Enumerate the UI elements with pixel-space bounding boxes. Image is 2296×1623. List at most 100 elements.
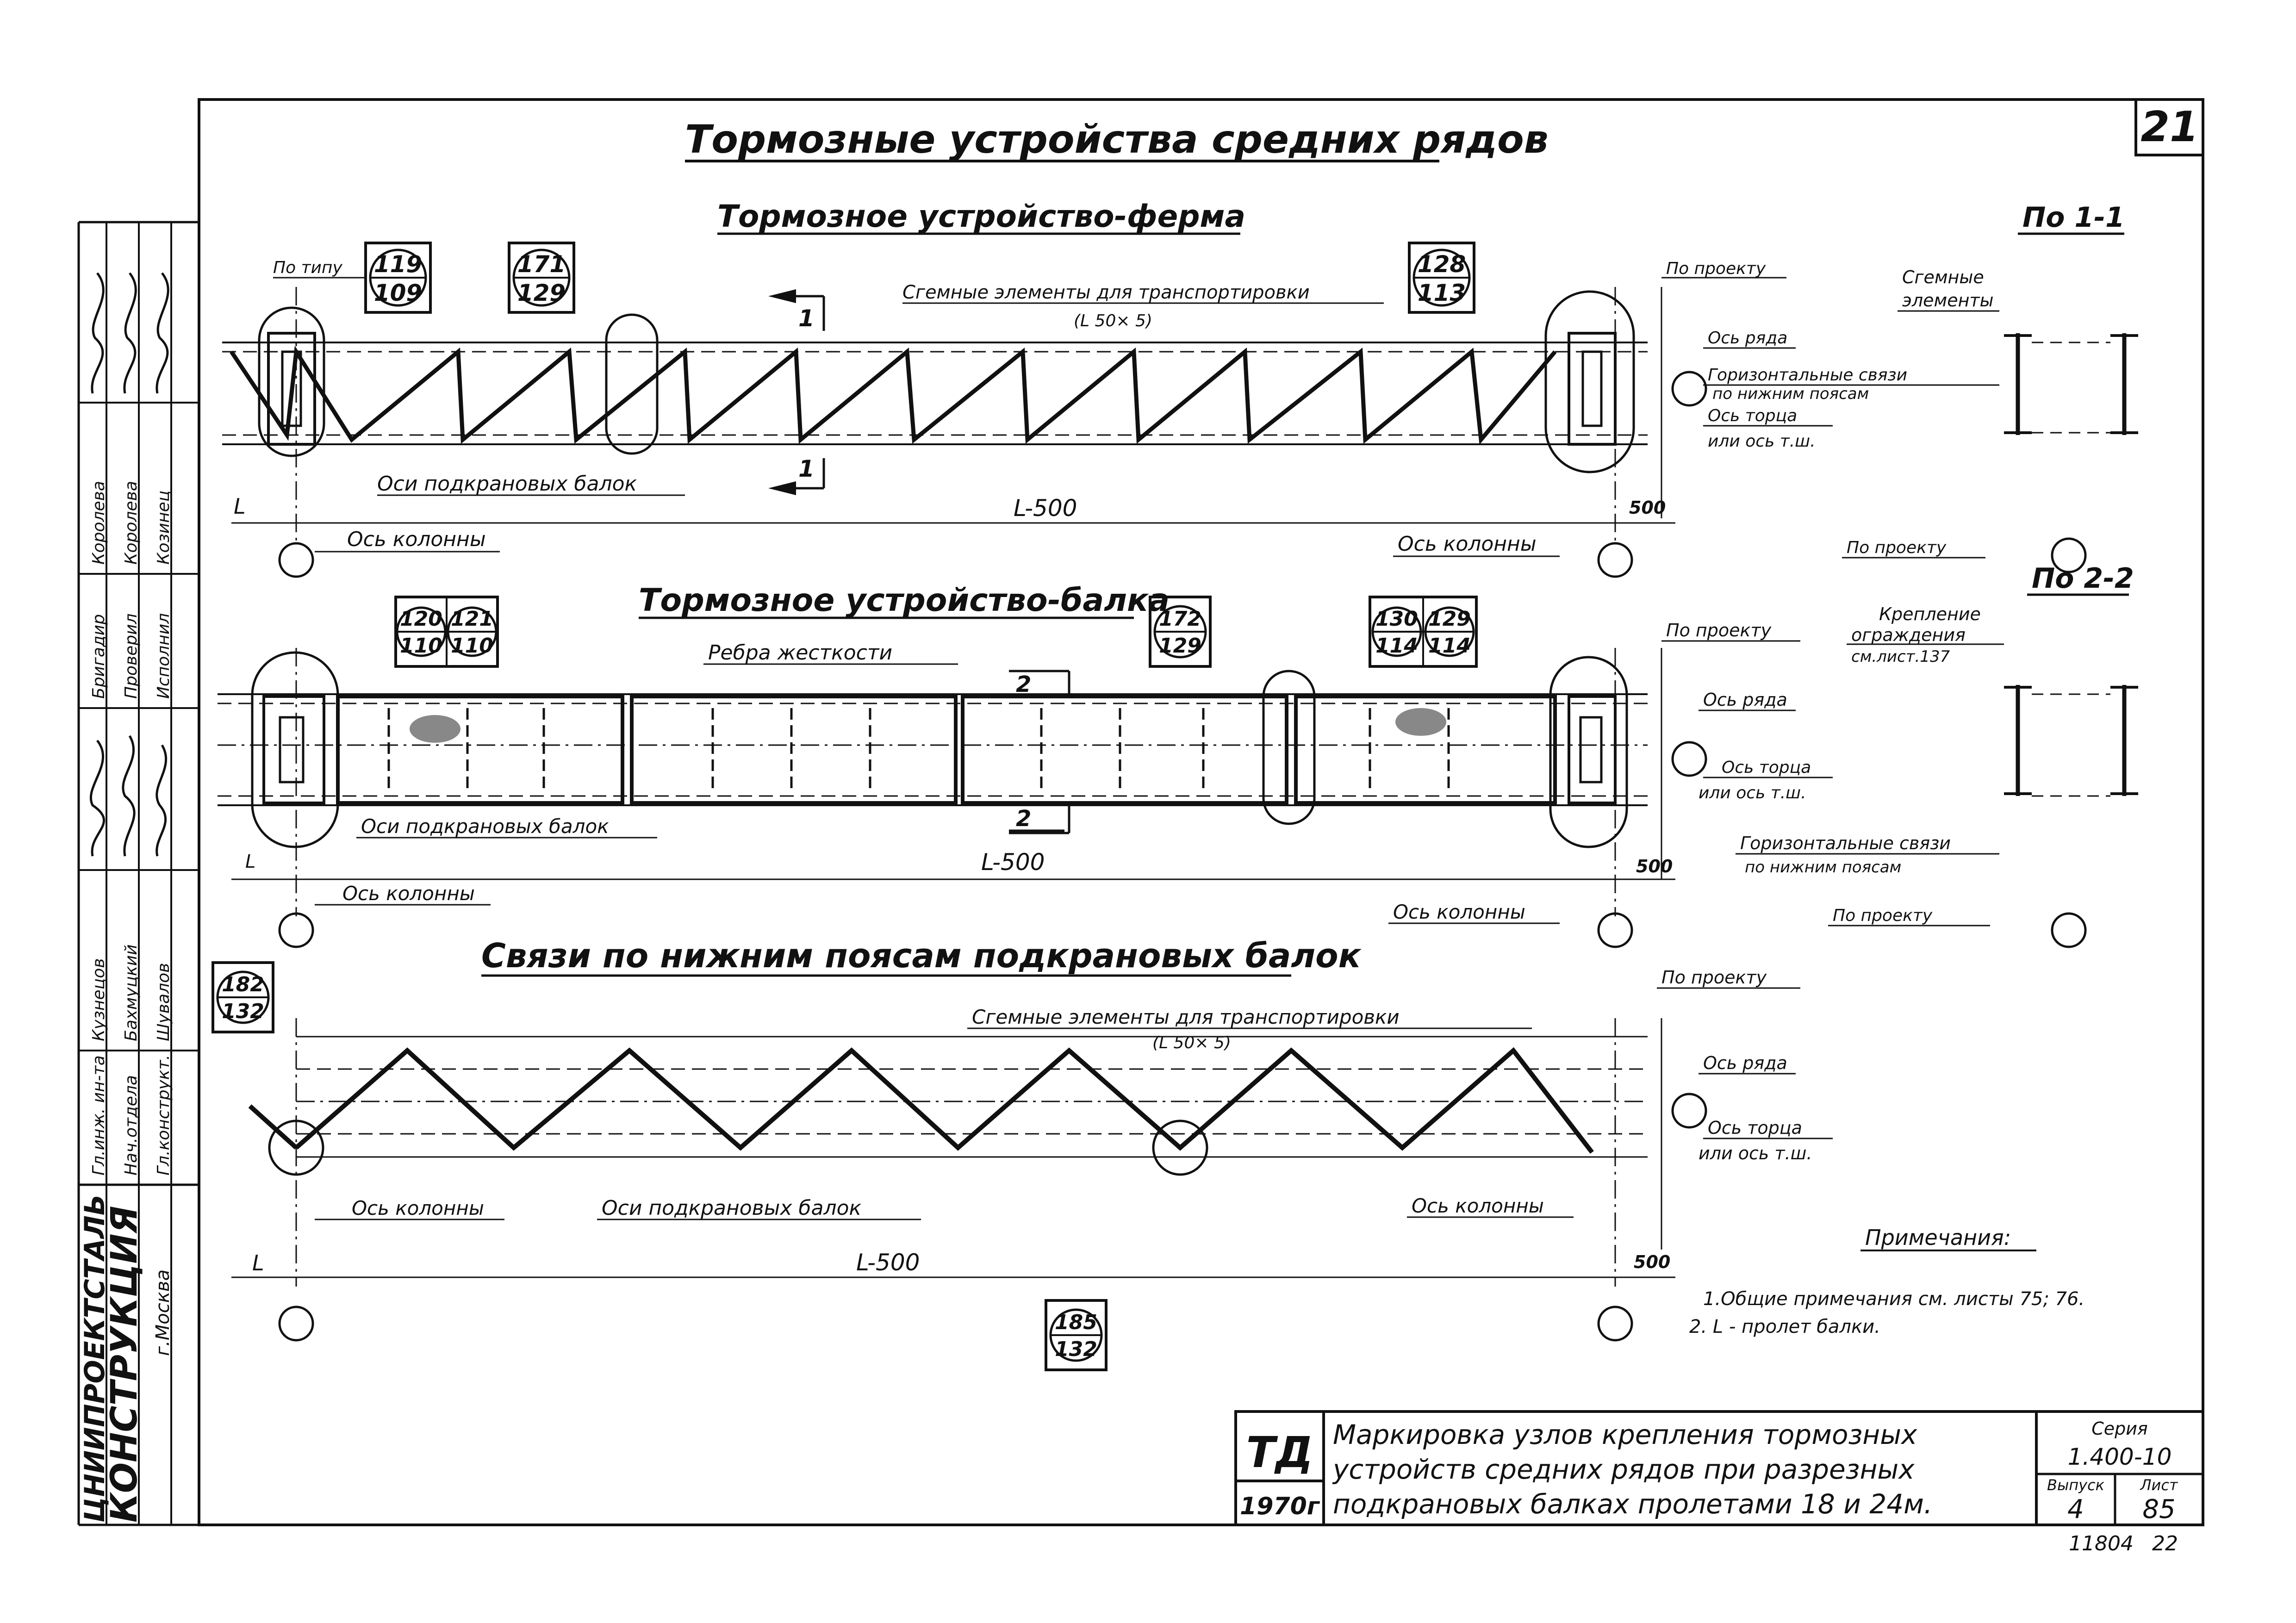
svg-text:L-500: L-500 xyxy=(856,1249,920,1276)
svg-text:109: 109 xyxy=(374,280,422,306)
bracing-crane-axes: Оси подкрановых балок xyxy=(602,1196,862,1220)
series-label: Серия xyxy=(2091,1418,2148,1439)
bracing-tag-2: 185 132 xyxy=(1045,1299,1108,1371)
truss-by-project: По проекту xyxy=(1666,259,1766,278)
svg-text:Королева: Королева xyxy=(89,481,108,565)
svg-text:110: 110 xyxy=(400,634,442,658)
org-name-2: КОНСТРУКЦИЯ xyxy=(104,1206,145,1523)
svg-text:по нижним поясам: по нижним поясам xyxy=(1745,858,1901,877)
signature-4 xyxy=(91,272,105,394)
bracing-title: Связи по нижним поясам подкрановых балок xyxy=(481,936,1362,975)
svg-text:Козинец: Козинец xyxy=(154,491,173,565)
cut-mark-2-bottom: 2 xyxy=(1009,803,1070,834)
bracing-removable-label: Сгемные элементы для транспортировки xyxy=(972,1006,1400,1028)
truss-title: Тормозное устройство-ферма xyxy=(717,199,1245,234)
section-1-1: По 1-1 Сгемные элементы По проекту xyxy=(1842,201,2138,573)
svg-text:500: 500 xyxy=(1636,856,1673,877)
svg-text:185: 185 xyxy=(1055,1311,1097,1334)
year: 1970г xyxy=(1240,1492,1320,1520)
notes-heading: Примечания: xyxy=(1865,1225,2011,1250)
svg-text:172: 172 xyxy=(1159,607,1201,631)
section-1-1-title: По 1-1 xyxy=(2022,201,2125,234)
svg-text:Проверил: Проверил xyxy=(122,613,141,699)
svg-text:500: 500 xyxy=(1634,1252,1670,1272)
svg-text:1: 1 xyxy=(798,305,815,332)
truss-crane-axes: Оси подкрановых балок xyxy=(377,472,637,496)
truss-end-axis-2: или ось т.ш. xyxy=(1708,432,1816,451)
signature-5 xyxy=(123,272,137,394)
svg-text:129: 129 xyxy=(1159,634,1201,658)
svg-text:Нач.отдела: Нач.отдела xyxy=(122,1075,141,1175)
beam-by-project: По проекту xyxy=(1666,620,1772,640)
notes: Примечания: 1.Общие примечания см. листы… xyxy=(1689,1225,2084,1337)
svg-text:L: L xyxy=(234,494,246,519)
beam-end-axis-1: Ось торца xyxy=(1722,758,1811,777)
beam-end-axis-2: или ось т.ш. xyxy=(1699,784,1806,802)
sheet-value: 85 xyxy=(2142,1494,2175,1524)
org-city: г.Москва xyxy=(152,1269,174,1356)
svg-text:500: 500 xyxy=(1629,497,1666,518)
svg-text:Горизонтальные связи: Горизонтальные связи xyxy=(1740,833,1951,853)
truss-column-axis-left: Ось колонны xyxy=(347,528,486,551)
description-line-3: подкрановых балках пролетами 18 и 24м. xyxy=(1333,1488,1932,1520)
approval-stamp: ЦНИИПРОЕКТСТАЛЬ КОНСТРУКЦИЯ г.Москва Гл.… xyxy=(79,222,199,1525)
section-1-1-by-project: По проекту xyxy=(1847,538,1947,557)
svg-text:2: 2 xyxy=(1016,806,1031,832)
series-value: 1.400-10 xyxy=(2068,1443,2172,1470)
svg-text:L: L xyxy=(245,851,255,872)
svg-text:Исполнил: Исполнил xyxy=(154,613,173,699)
svg-text:Крепление: Крепление xyxy=(1879,604,1981,624)
beam-stiffeners: Ребра жесткости xyxy=(708,641,892,665)
cut-mark-1-top: 1 xyxy=(768,289,825,332)
svg-text:120: 120 xyxy=(400,607,442,631)
beam-column-axis-left: Ось колонны xyxy=(342,882,475,905)
svg-text:1: 1 xyxy=(798,455,815,482)
svg-text:Бригадир: Бригадир xyxy=(89,614,108,699)
signature-3 xyxy=(156,744,168,857)
truss-dimension: L L-500 500 xyxy=(231,494,1675,524)
svg-text:132: 132 xyxy=(222,1000,264,1023)
sheet-number-box: 21 xyxy=(2134,98,2204,156)
svg-text:элементы: элементы xyxy=(1902,290,1994,311)
signature-1 xyxy=(89,740,105,857)
title-block: ТД 1970г Маркировка узлов крепления торм… xyxy=(1234,1410,2204,1555)
svg-text:113: 113 xyxy=(1418,280,1466,306)
truss-drawing xyxy=(222,287,1662,546)
main-title: Тормозные устройства средних рядов xyxy=(685,117,1549,162)
bracing-by-project: По проекту xyxy=(1661,967,1767,988)
beam-crane-axes: Оси подкрановых балок xyxy=(361,815,609,838)
truss-row-axis: Ось ряда xyxy=(1708,329,1787,348)
signature-2 xyxy=(122,735,136,857)
svg-text:132: 132 xyxy=(1055,1337,1097,1361)
svg-text:2: 2 xyxy=(1016,672,1031,697)
footer-left: 11804 xyxy=(2069,1532,2134,1555)
by-type-label: По типу xyxy=(273,258,342,277)
svg-text:Шувалов: Шувалов xyxy=(154,963,173,1041)
sheet-number: 21 xyxy=(2140,103,2198,151)
beam-tag-2: 172 129 xyxy=(1149,596,1212,668)
svg-text:Королева: Королева xyxy=(122,481,141,565)
svg-text:121: 121 xyxy=(451,607,493,631)
bracing-end-axis-1: Ось торца xyxy=(1708,1118,1802,1138)
note-2: 2. L - пролет балки. xyxy=(1689,1316,1880,1337)
issue-label: Выпуск xyxy=(2047,1476,2105,1494)
org-name-1: ЦНИИПРОЕКТСТАЛЬ xyxy=(79,1194,111,1523)
svg-text:По проекту: По проекту xyxy=(1833,906,1933,925)
beam-row-axis: Ось ряда xyxy=(1703,690,1787,710)
truss-end-axis-1: Ось торца xyxy=(1708,406,1797,425)
truss-column-axis-right: Ось колонны xyxy=(1398,532,1537,556)
truss-removable-label: Сгемные элементы для транспортировки xyxy=(902,282,1310,303)
svg-text:114: 114 xyxy=(1375,634,1418,658)
bracing-tag-1: 182 132 xyxy=(212,961,274,1033)
bracing-row-axis: Ось ряда xyxy=(1703,1053,1787,1073)
svg-text:Гл.конструкт.: Гл.конструкт. xyxy=(154,1055,173,1175)
bracing-section: Связи по нижним поясам подкрановых балок… xyxy=(212,936,1833,1371)
svg-text:128: 128 xyxy=(1418,251,1466,278)
bracing-end-axis-2: или ось т.ш. xyxy=(1699,1143,1812,1163)
beam-dimension: L L-500 500 xyxy=(231,849,1675,880)
section-2-2-title: По 2-2 xyxy=(2032,562,2134,595)
truss-tag-3: 128 113 xyxy=(1408,242,1475,314)
signature-6 xyxy=(156,272,169,394)
note-1: 1.Общие примечания см. листы 75; 76. xyxy=(1703,1288,2084,1310)
bracing-column-axis-right: Ось колонны xyxy=(1412,1194,1544,1217)
